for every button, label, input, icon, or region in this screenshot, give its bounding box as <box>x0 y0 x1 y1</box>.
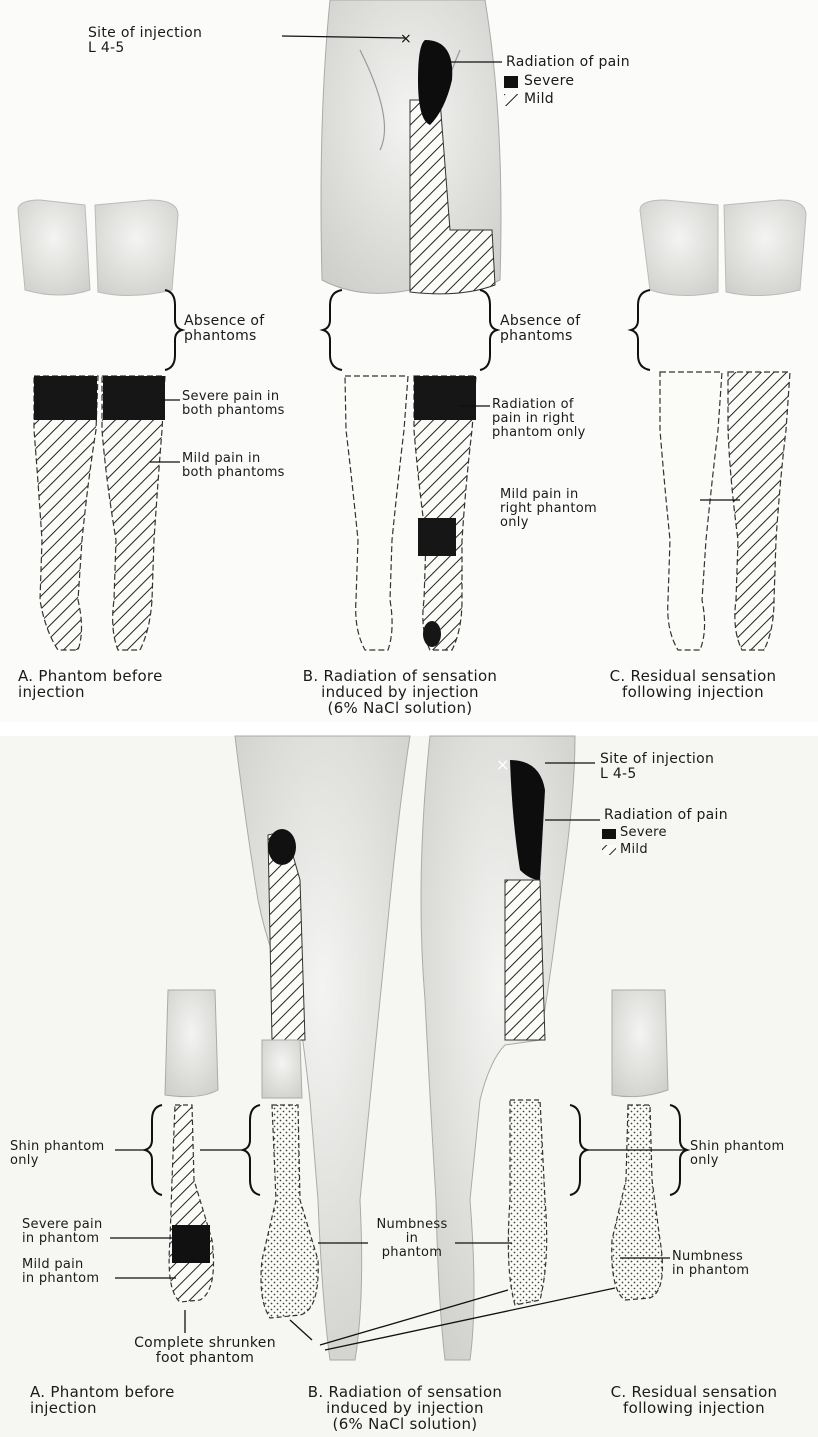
top-mild-both-label: Mild pain in both phantoms <box>182 452 285 480</box>
bottom-shrunken-label: Complete shrunken foot phantom <box>90 1336 320 1366</box>
top-caption-a: A. Phantom before injection <box>18 668 238 700</box>
panel-separator <box>0 722 818 736</box>
top-radiation-right-label: Radiation of pain in right phantom only <box>492 398 586 440</box>
bottom-numbness-center-label: Numbness in phantom <box>368 1218 456 1260</box>
bottom-shin-right-label: Shin phantom only <box>690 1140 785 1168</box>
bottom-site-of-injection-label: Site of injection L 4-5 <box>600 752 714 782</box>
top-radiation-of-pain-label: Radiation of pain <box>506 55 630 70</box>
bottom-numbness-right-label: Numbness in phantom <box>672 1250 749 1278</box>
bottom-caption-a: A. Phantom before injection <box>30 1384 250 1416</box>
svg-text:×: × <box>400 31 412 47</box>
top-caption-c: C. Residual sensation following injectio… <box>578 668 808 700</box>
legend-severe-swatch-bottom <box>602 829 616 839</box>
bottom-legend-mild-label: Mild <box>620 843 648 857</box>
bottom-severe-phantom-label: Severe pain in phantom <box>22 1218 103 1246</box>
top-absence-label-2: Absence of phantoms <box>500 314 581 344</box>
svg-text:×: × <box>496 755 509 774</box>
top-caption-b: B. Radiation of sensation induced by inj… <box>250 668 550 716</box>
bottom-shin-left-label: Shin phantom only <box>10 1140 105 1168</box>
top-site-of-injection-label: Site of injection L 4-5 <box>88 26 202 56</box>
stumps-a-top <box>18 200 178 296</box>
top-legend-severe-label: Severe <box>524 74 574 89</box>
top-absence-label-1: Absence of phantoms <box>184 314 265 344</box>
legend-mild-swatch-bottom <box>602 845 616 855</box>
top-mild-right-label: Mild pain in right phantom only <box>500 488 597 530</box>
legend-severe-swatch-top <box>504 76 518 88</box>
legend-mild-swatch-top <box>504 94 518 106</box>
bottom-caption-c: C. Residual sensation following injectio… <box>578 1384 810 1416</box>
top-severe-both-label: Severe pain in both phantoms <box>182 390 285 418</box>
top-legend-mild-label: Mild <box>524 92 554 107</box>
bottom-radiation-of-pain-label: Radiation of pain <box>604 808 728 823</box>
bottom-mild-phantom-label: Mild pain in phantom <box>22 1258 99 1286</box>
bottom-legend-severe-label: Severe <box>620 826 667 840</box>
bottom-caption-b: B. Radiation of sensation induced by inj… <box>255 1384 555 1432</box>
